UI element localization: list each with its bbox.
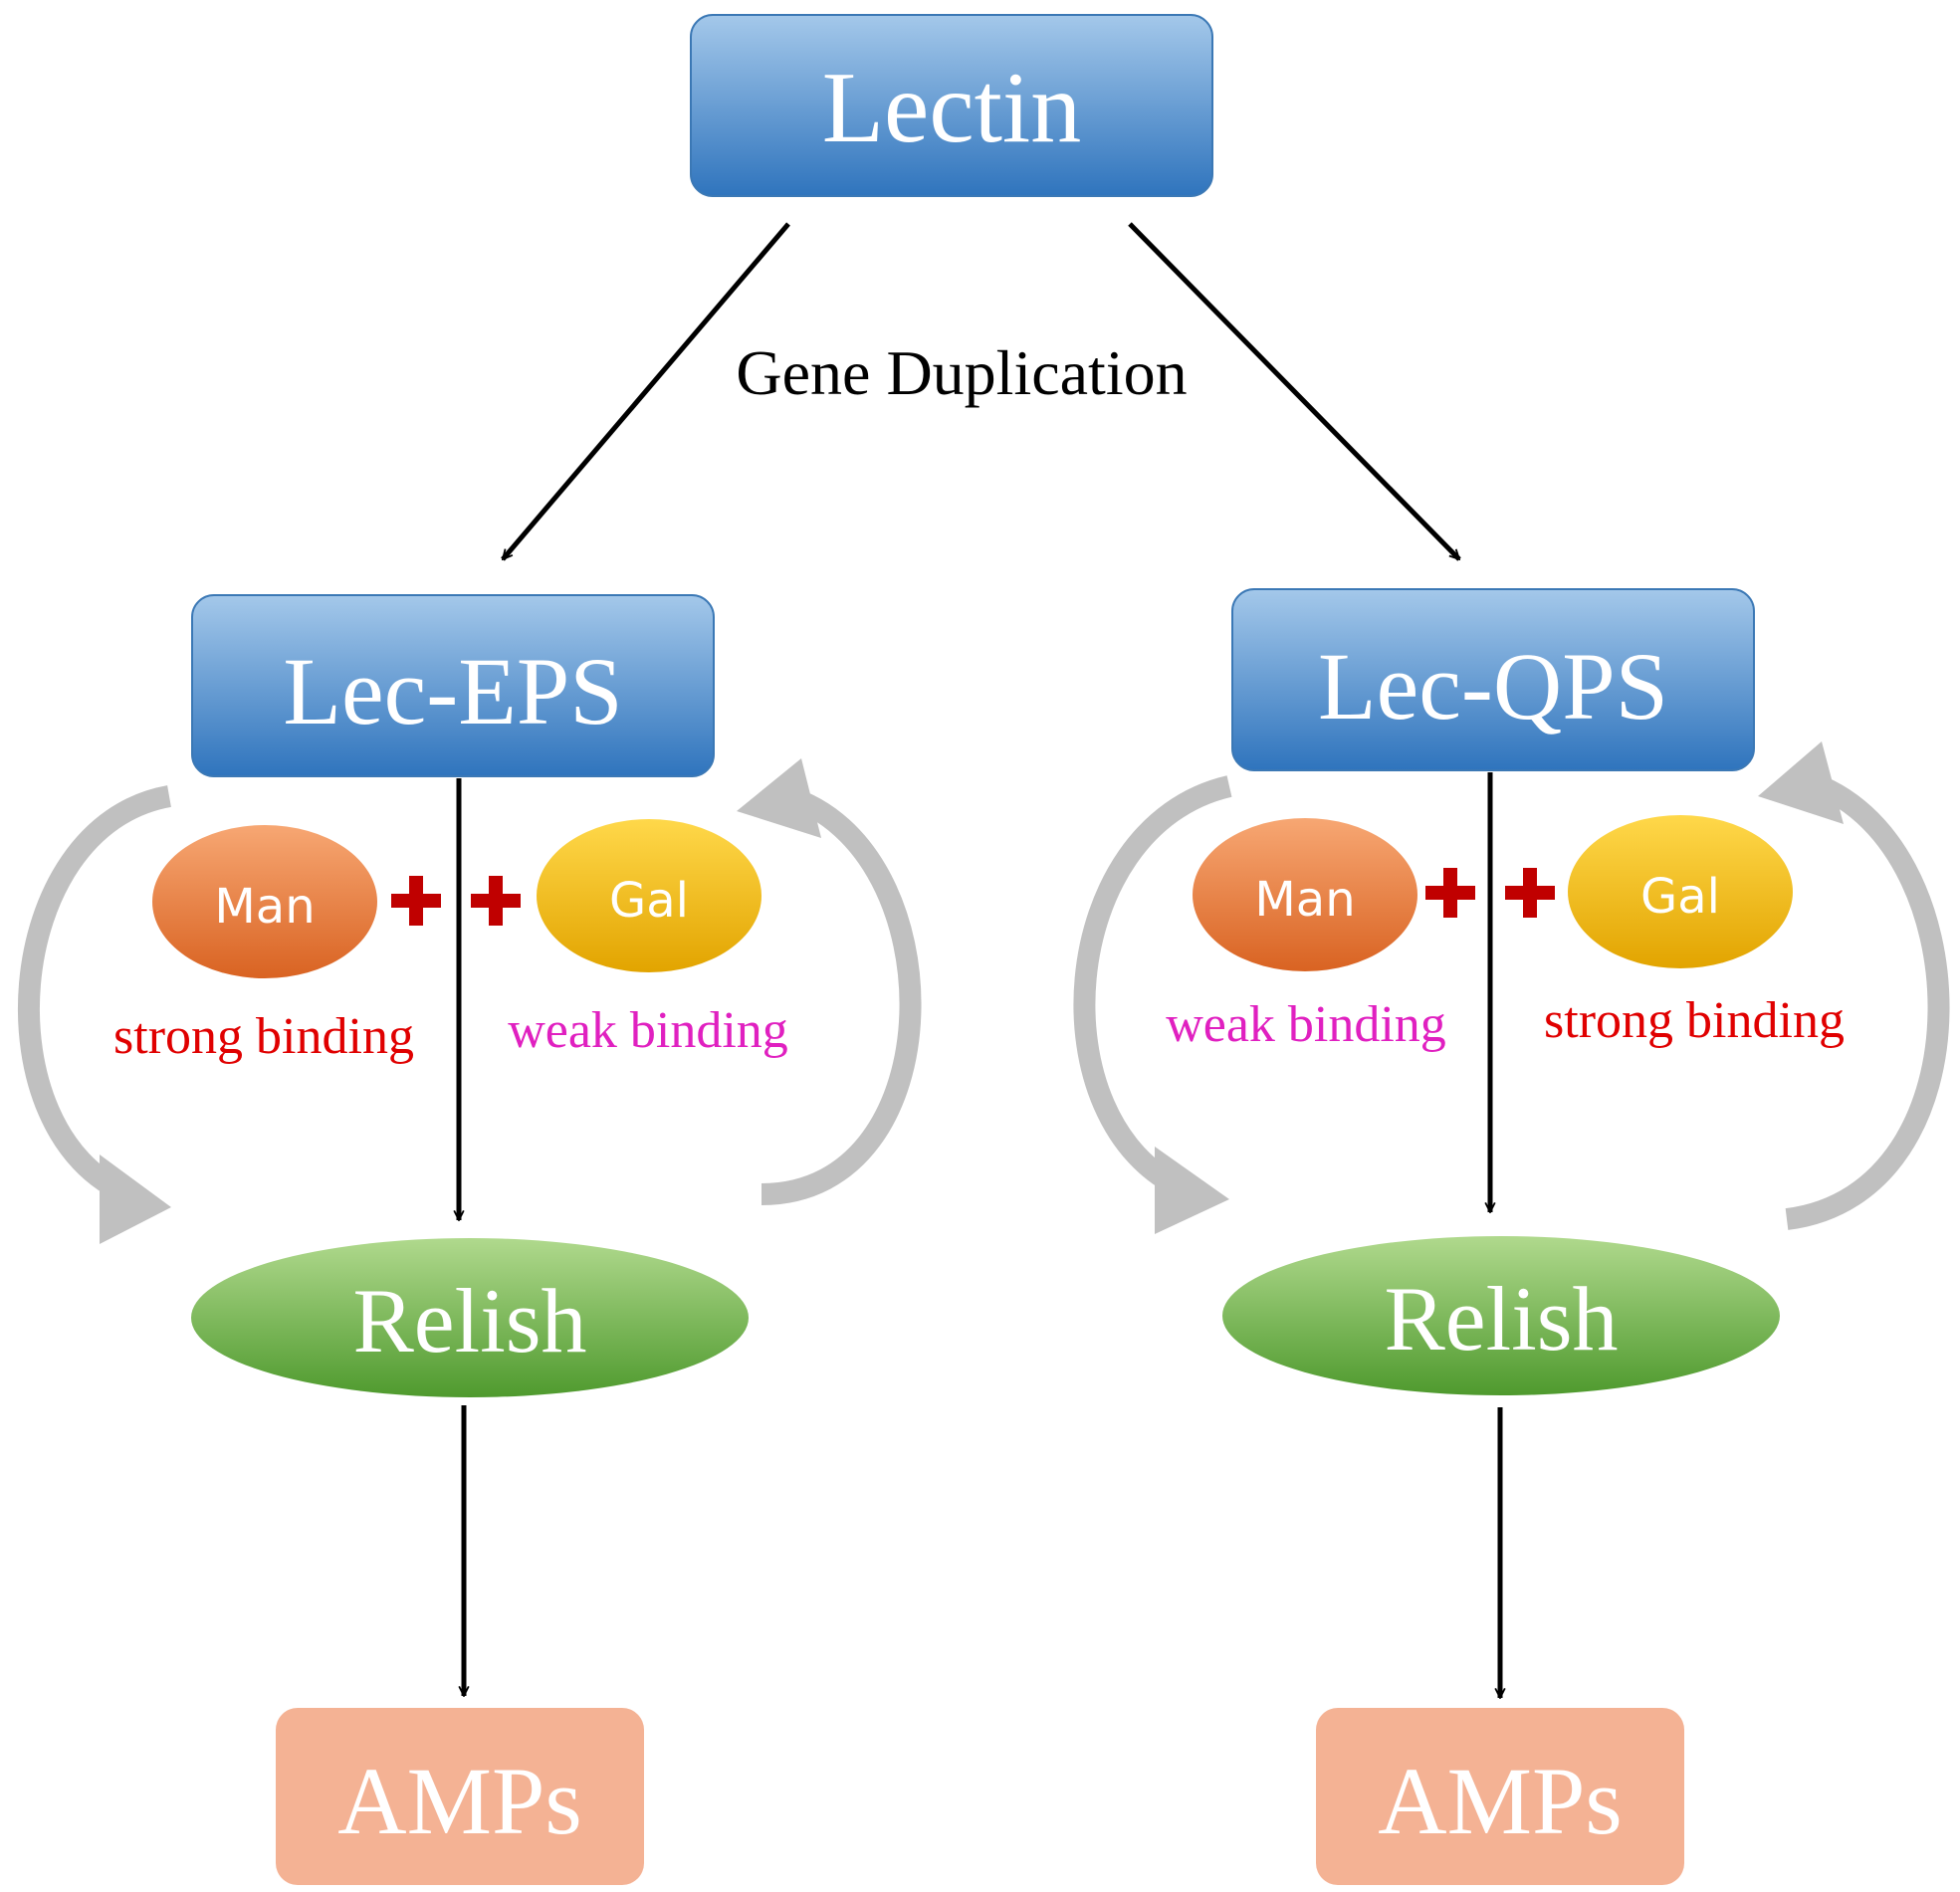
duplication-arrow-left — [501, 222, 790, 561]
left-relish-node — [191, 1238, 749, 1397]
lec-qps-label: Lec-QPS — [1318, 633, 1668, 739]
right-cycle-arrow-left — [1073, 775, 1232, 1200]
left-weak-binding-label: weak binding — [508, 1002, 788, 1059]
right-strong-binding-label: strong binding — [1544, 992, 1845, 1049]
lectin-label: Lectin — [822, 52, 1082, 164]
left-cycle-arrowhead-left — [100, 1155, 171, 1244]
right-cycle-arrowhead-left — [1155, 1147, 1229, 1234]
left-cycle-arrow-left — [17, 785, 172, 1205]
left-branch: Lec-EPS Man Gal strong binding weak bind… — [17, 594, 922, 1885]
left-man-label: Man — [214, 879, 315, 935]
right-cycle-arrow-right — [1785, 770, 1950, 1230]
left-strong-binding-label: strong binding — [113, 1008, 414, 1065]
right-relish-label: Relish — [1384, 1268, 1618, 1369]
lec-eps-node — [191, 594, 715, 777]
right-plus-icon-1 — [1425, 868, 1475, 918]
right-branch: Lec-QPS Man Gal weak binding strong bind… — [1073, 588, 1950, 1885]
left-cycle-arrowhead-right — [737, 758, 821, 838]
right-relish-node — [1222, 1236, 1780, 1395]
right-man-label: Man — [1254, 872, 1355, 928]
left-relish-label: Relish — [352, 1270, 586, 1371]
left-plus-icon-2 — [471, 876, 521, 926]
lec-eps-label: Lec-EPS — [283, 638, 622, 744]
right-amps-label: AMPs — [1378, 1748, 1622, 1854]
left-man-node — [152, 825, 377, 978]
left-gal-label: Gal — [609, 873, 689, 929]
right-gal-label: Gal — [1640, 869, 1720, 925]
right-cycle-arrowhead-right — [1758, 741, 1844, 824]
left-amps-label: AMPs — [337, 1748, 581, 1854]
left-plus-icon-1 — [391, 876, 441, 926]
left-gal-node — [537, 819, 762, 972]
left-amps-node — [276, 1708, 644, 1885]
lectin-node: Lectin — [690, 14, 1213, 197]
right-man-node — [1193, 818, 1417, 971]
left-cycle-arrow-right — [761, 785, 922, 1205]
right-amps-node — [1316, 1708, 1684, 1885]
right-gal-node — [1568, 815, 1793, 968]
right-plus-icon-2 — [1505, 868, 1555, 918]
right-weak-binding-label: weak binding — [1166, 996, 1446, 1053]
duplication-arrow-right — [1128, 222, 1461, 561]
gene-duplication-label: Gene Duplication — [736, 337, 1187, 408]
lec-qps-node — [1231, 588, 1755, 771]
